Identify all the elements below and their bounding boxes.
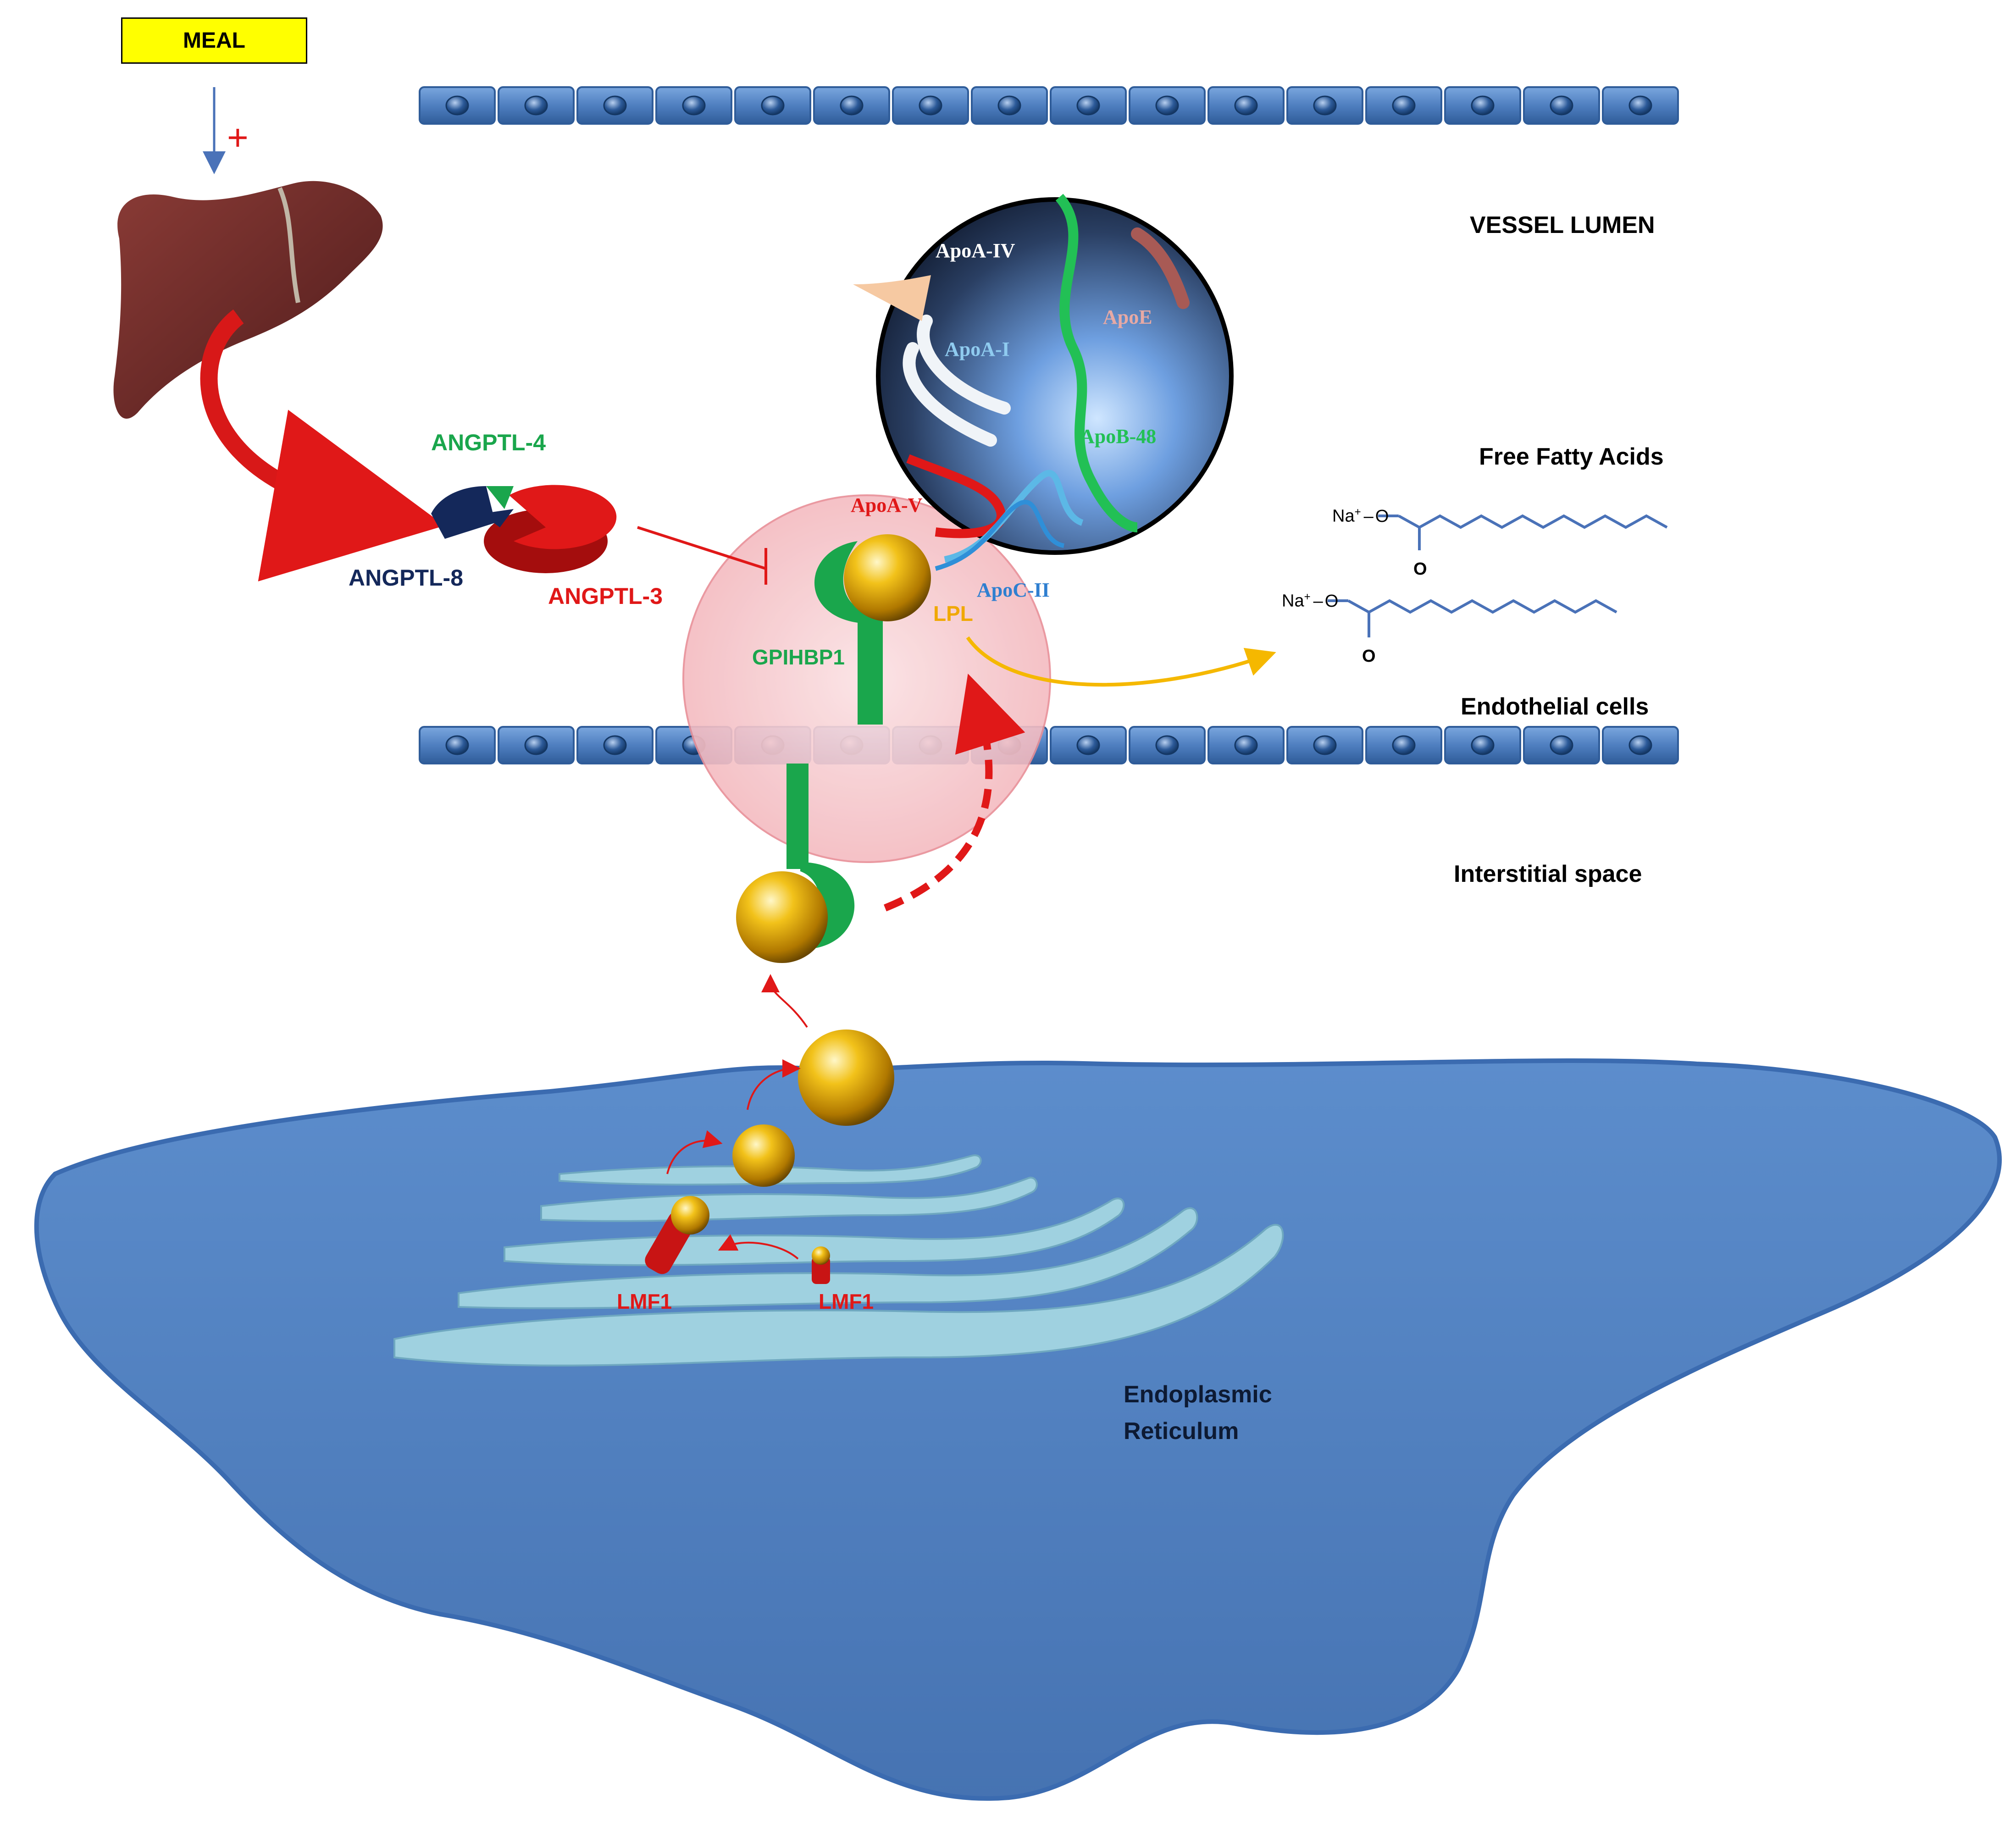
endothelial-nucleus: [524, 95, 548, 116]
meal-box: MEAL: [121, 17, 307, 64]
er-arrow-3: [761, 974, 808, 1028]
endothelial-nucleus: [603, 735, 627, 755]
endothelial-nucleus: [761, 95, 785, 116]
label-apoa1: ApoA-I: [945, 338, 1010, 360]
lmf1-transfer-arrow: [718, 1234, 799, 1260]
label-apoc2: ApoC-II: [977, 579, 1050, 601]
secretion-dashed-arrow: [884, 674, 1025, 912]
endothelial-nucleus: [603, 95, 627, 116]
label-er-line1: Endoplasmic: [1124, 1381, 1272, 1408]
endothelial-nucleus: [445, 735, 469, 755]
gpihbp1-interstitial: [736, 764, 855, 963]
label-free-fatty-acids: Free Fatty Acids: [1479, 443, 1664, 470]
lpl-sphere-large: [798, 1029, 894, 1126]
angptl-pie: [431, 485, 617, 573]
label-apob48: ApoB-48: [1080, 425, 1157, 448]
endothelial-nucleus: [1313, 735, 1337, 755]
endothelial-nucleus: [1628, 95, 1652, 116]
label-apoe: ApoE: [1103, 306, 1152, 328]
endothelial-nucleus: [1234, 95, 1258, 116]
endothelial-nucleus: [1628, 735, 1652, 755]
meal-effect-sign: +: [227, 117, 249, 158]
liver-secretion-arrow: [200, 309, 445, 581]
label-lmf1-b: LMF1: [819, 1290, 874, 1313]
ffa1-carbonyl-o: O: [1413, 559, 1427, 579]
liver: [113, 181, 383, 419]
label-apoa5: ApoA-V: [851, 494, 923, 516]
endothelial-nucleus: [524, 735, 548, 755]
endothelial-nucleus: [445, 95, 469, 116]
endothelial-nucleus: [1471, 95, 1495, 116]
endothelial-row-top: [419, 86, 1679, 125]
label-angptl8: ANGPTL-8: [349, 565, 463, 591]
lpl-sphere-small: [732, 1124, 795, 1187]
label-apoa4: ApoA-IV: [936, 239, 1015, 262]
endothelial-nucleus: [1550, 95, 1573, 116]
endothelial-nucleus: [919, 95, 942, 116]
er-arrow-1: [666, 1130, 723, 1174]
endothelial-nucleus: [1155, 95, 1179, 116]
endothelial-row-bottom: [419, 726, 1679, 764]
er-arrow-2: [747, 1059, 801, 1110]
apoc2-strand: [935, 499, 1065, 571]
label-lmf1-a: LMF1: [617, 1290, 672, 1313]
ffa1-na: Na+–O: [1332, 506, 1389, 526]
meal-label: MEAL: [183, 28, 245, 53]
endothelial-nucleus: [1155, 735, 1179, 755]
endothelial-nucleus: [1392, 735, 1416, 755]
fatty-acid-2: [1328, 599, 1617, 637]
endothelial-nucleus: [1234, 735, 1258, 755]
endothelial-nucleus: [682, 95, 706, 116]
endothelial-nucleus: [840, 95, 864, 116]
label-interstitial-space: Interstitial space: [1454, 861, 1642, 887]
endothelial-nucleus: [1392, 95, 1416, 116]
chylomicron: [853, 194, 1234, 563]
endothelial-nucleus: [1076, 735, 1100, 755]
endoplasmic-reticulum-shape: [34, 1058, 2002, 1801]
endothelial-nucleus: [997, 95, 1021, 116]
ffa2-na: Na+–O: [1282, 591, 1339, 611]
label-angptl3: ANGPTL-3: [548, 583, 663, 609]
label-lpl: LPL: [933, 602, 973, 625]
endothelial-nucleus: [1471, 735, 1495, 755]
endothelial-nucleus: [1076, 95, 1100, 116]
label-gpihbp1: GPIHBP1: [752, 645, 845, 669]
label-angptl4: ANGPTL-4: [431, 430, 546, 455]
lmf1-cylinder-b: [812, 1246, 830, 1284]
label-endothelial-cells: Endothelial cells: [1461, 693, 1649, 720]
endothelial-nucleus: [1313, 95, 1337, 116]
label-vessel-lumen: VESSEL LUMEN: [1470, 212, 1655, 238]
gpihbp1-lumen: [814, 534, 931, 725]
inhibition-line: [637, 526, 767, 585]
ffa2-carbonyl-o: O: [1362, 647, 1376, 666]
lmf1-cylinder-a: [645, 1196, 709, 1274]
endothelial-nucleus: [1550, 735, 1573, 755]
label-er-line2: Reticulum: [1124, 1418, 1239, 1445]
lpl-ffa-arrow: [966, 636, 1276, 687]
fatty-acid-1: [1378, 514, 1668, 550]
